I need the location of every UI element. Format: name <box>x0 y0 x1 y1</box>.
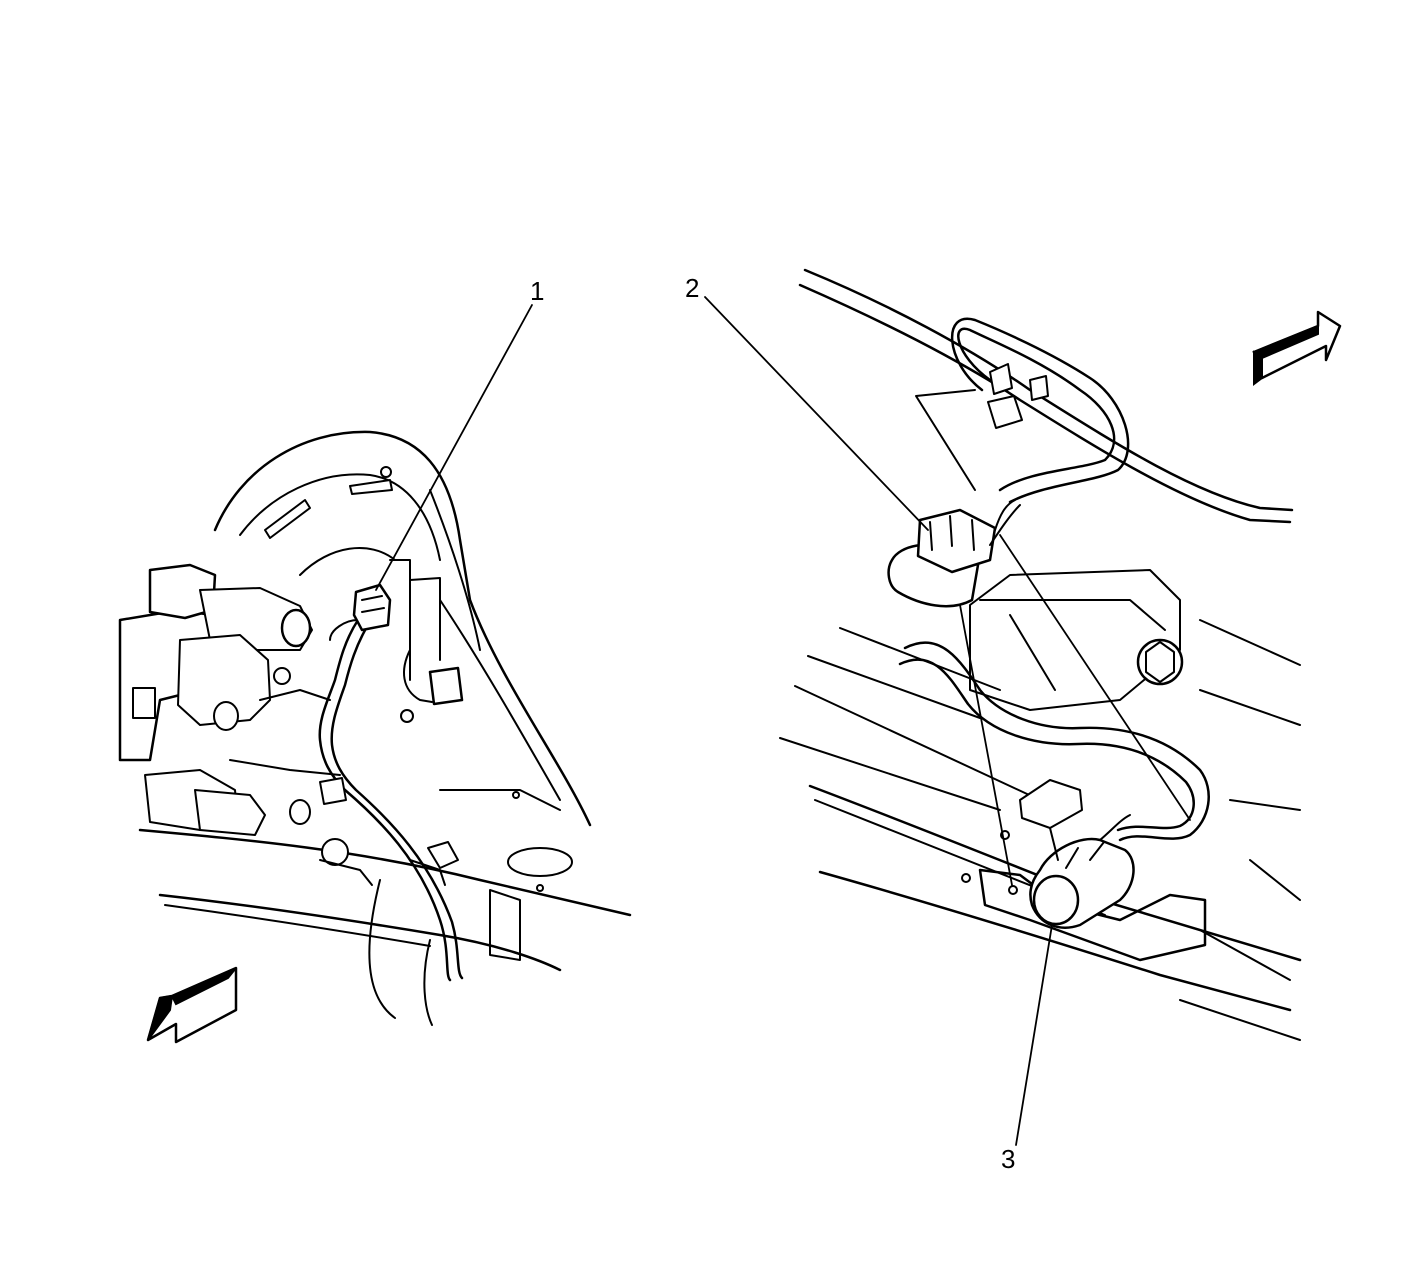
left-brake-assembly <box>118 430 632 1026</box>
leader-line-2b <box>959 604 1013 886</box>
callout-1: 1 <box>530 276 544 306</box>
leader-lines <box>375 296 1191 1146</box>
front-direction-arrow-right <box>1251 310 1342 386</box>
leader-line-2 <box>704 296 929 531</box>
leader-line-1 <box>375 304 533 591</box>
leader-line-3 <box>1015 924 1053 1146</box>
right-harness-assembly <box>779 268 1302 1041</box>
leader-line-2c <box>999 534 1191 821</box>
callout-3: 3 <box>1001 1144 1015 1174</box>
callout-2: 2 <box>685 273 699 303</box>
front-direction-arrow-left <box>146 966 238 1044</box>
